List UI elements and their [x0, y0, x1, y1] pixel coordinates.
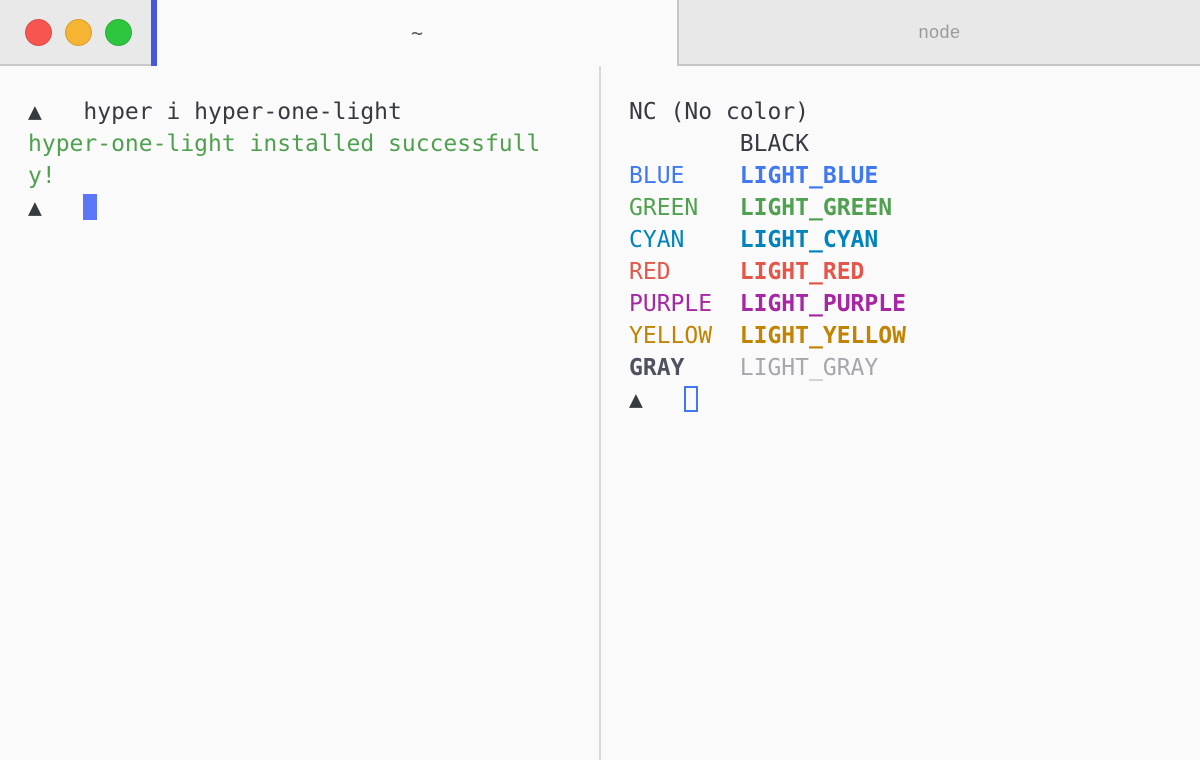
tab-home[interactable]: ~ — [157, 0, 677, 66]
terminal-line: PURPLE LIGHT_PURPLE — [629, 288, 1180, 320]
terminal-line: ▲ — [28, 192, 579, 224]
color-name: LIGHT_BLUE — [739, 163, 879, 189]
terminal-line: YELLOW LIGHT_YELLOW — [629, 320, 1180, 352]
close-button[interactable] — [25, 18, 52, 46]
terminal-line: y! — [28, 160, 579, 192]
maximize-button[interactable] — [105, 18, 132, 46]
terminal-line: RED LIGHT_RED — [629, 256, 1180, 288]
terminal-line: ▲ — [629, 384, 1180, 416]
minimize-button[interactable] — [65, 18, 92, 46]
output-text: hyper-one-light installed successfull — [28, 131, 541, 157]
terminal-line: NC (No color) — [629, 96, 1180, 128]
terminal-pane-left[interactable]: ▲ hyper i hyper-one-light hyper-one-light… — [0, 66, 601, 760]
active-tab-accent-bar — [151, 0, 157, 66]
terminal-line: GREEN LIGHT_GREEN — [629, 192, 1180, 224]
color-name: LIGHT_GREEN — [739, 195, 893, 221]
cursor-outline — [684, 386, 699, 412]
terminal-line: hyper-one-light installed successfull — [28, 128, 579, 160]
terminal-line: GRAY LIGHT_GRAY — [629, 352, 1180, 384]
color-name: LIGHT_YELLOW — [739, 323, 906, 349]
traffic-light-area — [0, 0, 151, 66]
color-name: BLACK — [739, 131, 810, 157]
color-name: PURPLE — [629, 291, 713, 317]
color-name: LIGHT_RED — [739, 259, 865, 285]
terminal-pane-right[interactable]: NC (No color) BLACK BLUE LIGHT_BLUE GREEN… — [601, 66, 1200, 760]
terminal-line: BLUE LIGHT_BLUE — [629, 160, 1180, 192]
color-name: CYAN — [629, 227, 685, 253]
color-name: LIGHT_PURPLE — [739, 291, 906, 317]
terminal-split: ▲ hyper i hyper-one-light hyper-one-light… — [0, 66, 1200, 760]
color-name: GREEN — [629, 195, 699, 221]
terminal-line: BLACK — [629, 128, 1180, 160]
tab-home-title: ~ — [410, 21, 424, 45]
prompt-triangle-icon: ▲ — [28, 195, 42, 221]
cursor-block — [83, 194, 98, 220]
output-text: NC (No color) — [629, 99, 810, 125]
color-name: BLUE — [629, 163, 685, 189]
color-name: LIGHT_GRAY — [739, 355, 879, 381]
command-text: hyper i hyper-one-light — [83, 99, 402, 125]
tab-node[interactable]: node — [677, 0, 1200, 66]
terminal-line: ▲ hyper i hyper-one-light — [28, 96, 579, 128]
prompt-triangle-icon: ▲ — [629, 387, 643, 413]
prompt-triangle-icon: ▲ — [28, 99, 42, 125]
output-text: y! — [28, 163, 56, 189]
terminal-line: CYAN LIGHT_CYAN — [629, 224, 1180, 256]
color-name: LIGHT_CYAN — [739, 227, 879, 253]
tab-node-title: node — [918, 21, 961, 42]
tab-bar: ~ node — [0, 0, 1200, 66]
color-name: YELLOW — [629, 323, 713, 349]
color-name: GRAY — [629, 355, 685, 381]
color-name: RED — [629, 259, 671, 285]
